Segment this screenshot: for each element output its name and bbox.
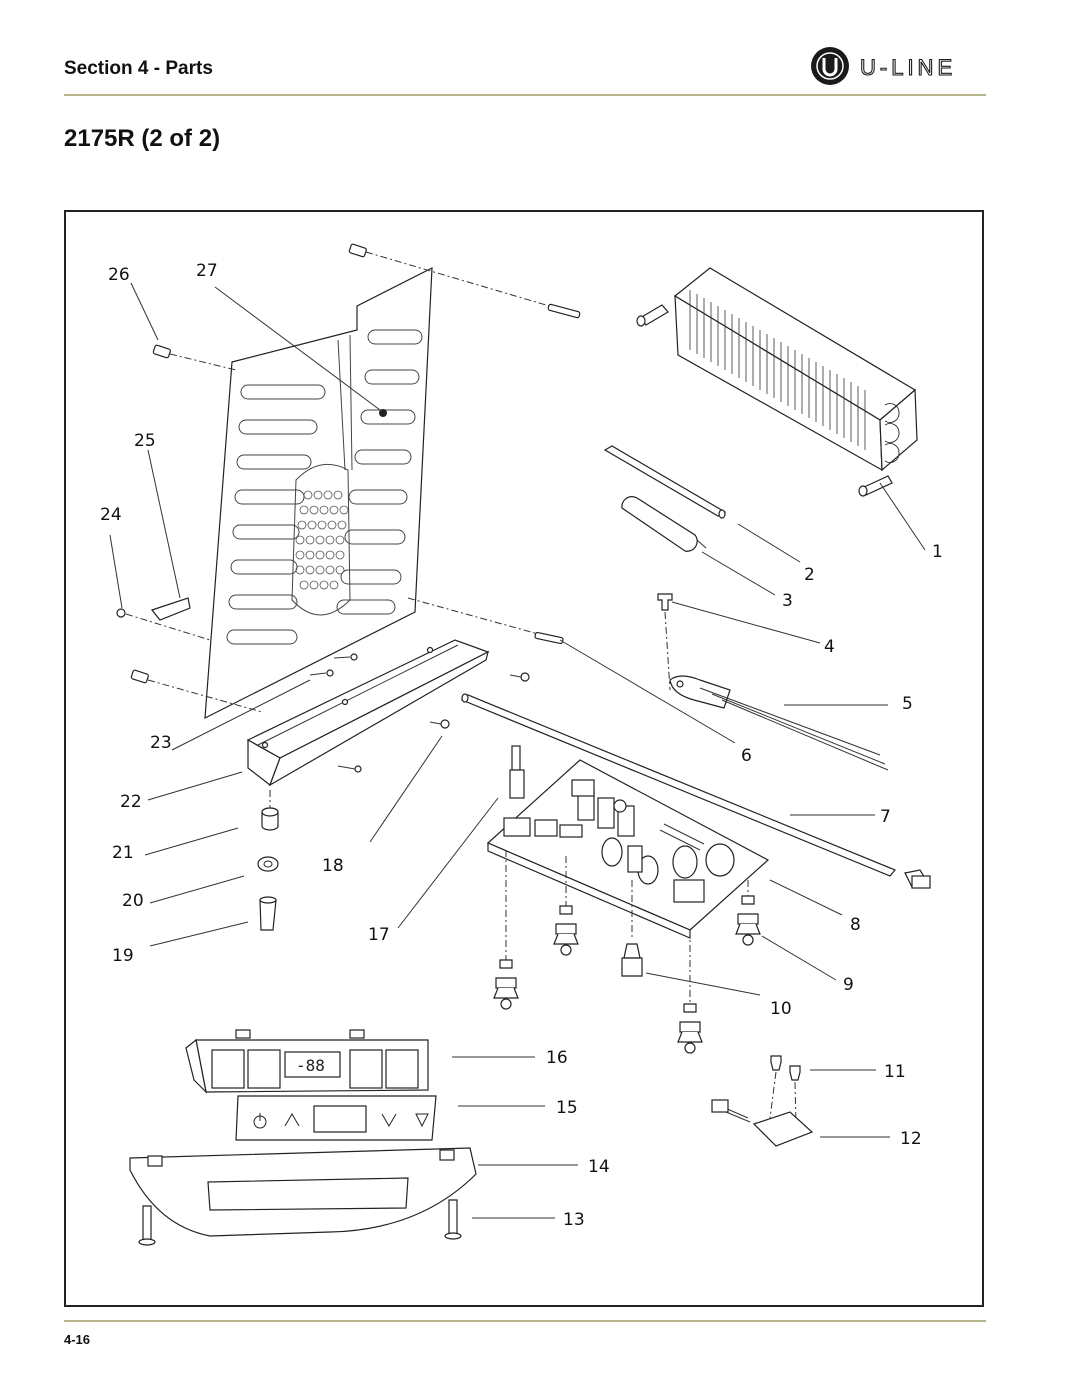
callout-5: 5 — [902, 694, 913, 714]
footer-rule — [64, 1320, 986, 1322]
diagram-frame — [64, 210, 984, 1307]
page-heading: 2175R (2 of 2) — [64, 125, 221, 152]
callout-12: 12 — [900, 1129, 922, 1149]
callout-26: 26 — [108, 265, 130, 285]
callout-1: 1 — [932, 542, 943, 562]
condenser-coil — [636, 267, 918, 497]
callout-6: 6 — [741, 746, 752, 766]
drain-trough-bracket — [246, 639, 490, 787]
header-rule — [64, 94, 986, 96]
callout-18: 18 — [322, 856, 344, 876]
callout-27: 27 — [196, 261, 218, 281]
callout-13: 13 — [563, 1210, 585, 1230]
temperature-sensor-assembly — [657, 593, 889, 771]
control-housing: -88 — [185, 1029, 429, 1094]
u-line-logo-icon: U-LINE — [811, 47, 956, 85]
control-bezel — [129, 1147, 477, 1237]
callout-16: 16 — [546, 1048, 568, 1068]
callout-20: 20 — [122, 891, 144, 911]
interior-light-assembly — [711, 1055, 814, 1147]
callout-8: 8 — [850, 915, 861, 935]
callout-24: 24 — [100, 505, 122, 525]
capillary-tube-and-drier — [603, 445, 727, 552]
callout-21: 21 — [112, 843, 134, 863]
callout-4: 4 — [824, 637, 835, 657]
control-display-digits: -88 — [296, 1056, 325, 1075]
callout-15: 15 — [556, 1098, 578, 1118]
callout-numbers: 1 2 3 4 5 6 7 8 9 10 11 12 13 14 15 16 1… — [100, 261, 943, 1230]
callout-3: 3 — [782, 591, 793, 611]
leader-lines — [109, 282, 926, 1219]
up-arrow-icon — [284, 1113, 300, 1127]
callout-11: 11 — [884, 1062, 906, 1082]
light-icon — [415, 1113, 429, 1128]
callout-9: 9 — [843, 975, 854, 995]
callout-17: 17 — [368, 925, 390, 945]
drain-fittings — [257, 790, 279, 931]
plate-fasteners — [116, 243, 581, 773]
bezel-screws — [138, 1199, 462, 1246]
power-icon — [253, 1113, 267, 1129]
callout-19: 19 — [112, 946, 134, 966]
control-board — [486, 745, 770, 939]
callout-2: 2 — [804, 565, 815, 585]
page-number: 4-16 — [64, 1332, 91, 1347]
sensor-probe — [460, 693, 931, 889]
brand-wordmark: U-LINE — [860, 55, 956, 80]
keypad-overlay — [235, 1095, 437, 1141]
callout-25: 25 — [134, 431, 156, 451]
evaporator-plate — [204, 266, 433, 720]
pcb-standoffs — [493, 850, 761, 1054]
callout-22: 22 — [120, 792, 142, 812]
callout-7: 7 — [880, 807, 891, 827]
callout-14: 14 — [588, 1157, 610, 1177]
section-title: Section 4 - Parts — [64, 58, 213, 79]
down-arrow-icon — [381, 1113, 397, 1127]
callout-10: 10 — [770, 999, 792, 1019]
callout-23: 23 — [150, 733, 172, 753]
